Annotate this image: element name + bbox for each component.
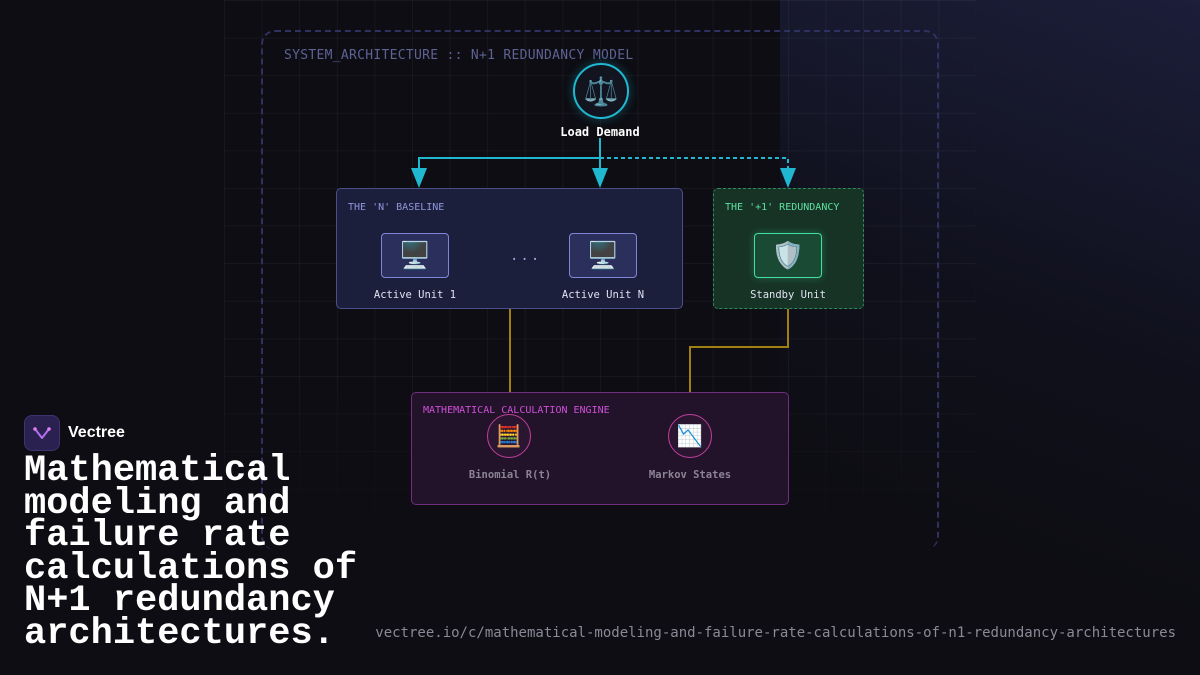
balance-scale-icon: ⚖️ bbox=[583, 74, 619, 108]
chart-decreasing-icon: 📉 bbox=[676, 423, 704, 448]
engine-group bbox=[411, 392, 789, 505]
baseline-group-title: THE 'N' BASELINE bbox=[348, 202, 445, 213]
load-demand-node: ⚖️ bbox=[573, 63, 629, 119]
arrowhead-standby-unit bbox=[780, 168, 796, 188]
architecture-frame bbox=[261, 30, 939, 550]
load-demand-label: Load Demand bbox=[560, 125, 640, 139]
abacus-icon: 🧮 bbox=[495, 423, 523, 448]
markov-node: 📉 bbox=[668, 414, 712, 458]
standby-unit-label: Standby Unit bbox=[750, 289, 826, 301]
active-unit-1-label: Active Unit 1 bbox=[373, 289, 457, 301]
active-unit-1-node: 🖥️ bbox=[381, 233, 449, 278]
shield-icon: 🛡️ bbox=[771, 240, 805, 271]
arrowhead-active-unit-1 bbox=[411, 168, 427, 188]
flow-to-standby-unit bbox=[600, 157, 789, 180]
brand-name: Vectree bbox=[68, 424, 125, 441]
desktop-computer-icon: 🖥️ bbox=[398, 240, 432, 271]
desktop-computer-icon: 🖥️ bbox=[586, 240, 620, 271]
units-ellipsis: ... bbox=[510, 248, 542, 264]
background-glow bbox=[780, 0, 1200, 675]
arrowhead-active-unit-n bbox=[592, 168, 608, 188]
redundancy-group-title: THE '+1' REDUNDANCY bbox=[725, 202, 840, 213]
flow-to-active-unit-1 bbox=[418, 138, 601, 180]
source-url: vectree.io/c/mathematical-modeling-and-f… bbox=[375, 625, 1176, 641]
active-unit-n-node: 🖥️ bbox=[569, 233, 637, 278]
headline: Mathematical modeling and failure rate c… bbox=[24, 450, 358, 655]
vectree-logo-icon bbox=[24, 415, 60, 451]
binomial-node: 🧮 bbox=[487, 414, 531, 458]
active-unit-n-label: Active Unit N bbox=[561, 289, 645, 301]
binomial-label: Binomial R(t) bbox=[468, 469, 552, 481]
standby-to-engine-wire bbox=[689, 309, 789, 392]
diagram-title: SYSTEM_ARCHITECTURE :: N+1 REDUNDANCY MO… bbox=[284, 48, 634, 63]
brand: Vectree bbox=[24, 415, 125, 451]
engine-group-title: MATHEMATICAL CALCULATION ENGINE bbox=[423, 405, 610, 416]
standby-unit-node: 🛡️ bbox=[754, 233, 822, 278]
markov-label: Markov States bbox=[648, 469, 732, 481]
